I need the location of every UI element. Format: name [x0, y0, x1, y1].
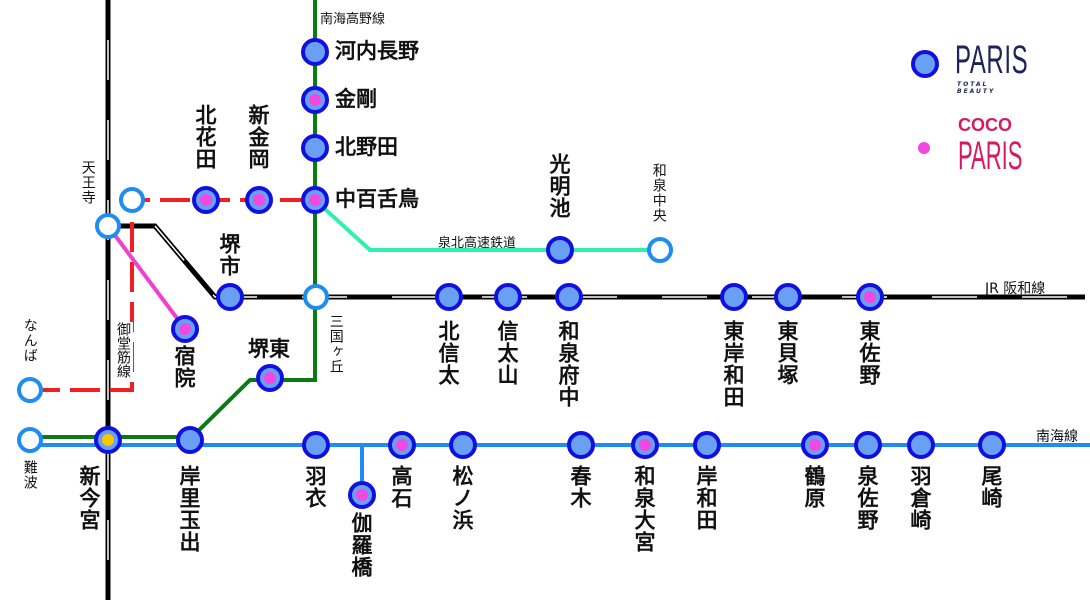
semboku-label: 泉北高速鉄道 [438, 236, 517, 251]
station-label: 金剛 [335, 87, 377, 111]
station-label: 中百舌鳥 [335, 187, 419, 211]
station-label: 尾崎 [979, 465, 1004, 509]
station-higashisano[interactable] [856, 283, 884, 311]
station-higashikaizuka[interactable] [774, 283, 802, 311]
station-label: 三国ヶ丘 [327, 314, 344, 374]
station-hagurazaki[interactable] [907, 431, 935, 459]
station-label: 松ノ浜 [450, 465, 475, 531]
station-label: 堺東 [248, 337, 290, 361]
station-label: 泉佐野 [855, 465, 880, 531]
station-label: なんば [21, 318, 38, 363]
station-mikunigaoka[interactable] [303, 284, 329, 310]
station-label: 光明池 [547, 153, 572, 219]
station-shinkanaoka[interactable] [245, 186, 273, 214]
station-label: 北信太 [436, 320, 461, 386]
station-label: 東貝塚 [775, 320, 800, 386]
station-label: 春木 [568, 465, 593, 509]
midosuji-label: 御堂筋線 [113, 322, 133, 378]
station-shinodayama[interactable] [494, 283, 522, 311]
coco-paris-dot-icon [639, 439, 651, 451]
station-label: 東佐野 [857, 320, 882, 386]
station-label: 岸和田 [694, 465, 719, 531]
legend-paris-marker [911, 50, 939, 78]
station-izumiomiya[interactable] [631, 431, 659, 459]
station-label: 信太山 [495, 320, 520, 386]
coco-paris-dot-icon [864, 291, 876, 303]
midosuji-line [30, 198, 315, 392]
station-label: 宿院 [172, 345, 197, 389]
coco-paris-dot-icon [309, 194, 321, 206]
station-label: 河内長野 [335, 39, 419, 63]
station-label: 和泉府中 [556, 320, 581, 408]
station-kyarabashi[interactable] [348, 481, 376, 509]
station-sakaishi[interactable] [216, 283, 244, 311]
station-kitanoda[interactable] [301, 134, 329, 162]
station-matsunohama[interactable] [449, 431, 477, 459]
station-kongo[interactable] [301, 86, 329, 114]
station-label: 北花田 [193, 104, 218, 170]
station-label: 伽羅橋 [349, 512, 374, 578]
station-label: 新今宮 [77, 465, 102, 531]
station-izumifuchu[interactable] [555, 283, 583, 311]
station-shinimamiya[interactable] [94, 426, 122, 454]
coco-paris-dot-icon [396, 439, 408, 451]
coco-logo: COCO [958, 115, 1012, 135]
station-nakamozu[interactable] [301, 186, 329, 214]
station-label: 天王寺 [79, 160, 96, 205]
station-kishiwada[interactable] [693, 431, 721, 459]
nankai-koya-line [30, 0, 317, 439]
station-label: 難波 [21, 460, 38, 490]
station-label: 北野田 [335, 135, 398, 159]
station-label: 堺市 [217, 233, 242, 277]
coco-paris-dot-icon [253, 194, 265, 206]
station-kitashinoda[interactable] [435, 283, 463, 311]
jr-hanwa-label: JR 阪和線 [985, 281, 1046, 297]
coco-paris-dot-icon [200, 194, 212, 206]
nankai-koya-label: 南海高野線 [320, 12, 386, 27]
station-takaishi[interactable] [388, 431, 416, 459]
station-kawachinagano[interactable] [301, 38, 329, 66]
station-label: 高石 [389, 465, 414, 509]
station-label: 羽倉崎 [908, 465, 933, 531]
station-namba-m[interactable] [17, 377, 43, 403]
station-label: 和泉中央 [650, 163, 667, 223]
station-komyoike[interactable] [546, 236, 574, 264]
transfer-dot-icon [102, 434, 114, 446]
station-izumichuo[interactable] [647, 237, 673, 263]
station-tsuruhara[interactable] [801, 431, 829, 459]
station-hagoromo[interactable] [302, 431, 330, 459]
station-izumisano[interactable] [854, 431, 882, 459]
station-label: 羽衣 [303, 465, 328, 509]
station-tennoji[interactable] [95, 213, 121, 239]
paris-logo: PARIS [955, 38, 1029, 82]
station-shukuin[interactable] [171, 315, 199, 343]
coco-paris-dot-icon [356, 489, 368, 501]
coco-paris-dot-icon [264, 372, 276, 384]
station-ozaki[interactable] [978, 431, 1006, 459]
coco-paris-dot-icon [809, 439, 821, 451]
station-higashikishiwada[interactable] [720, 283, 748, 311]
station-label: 岸里玉出 [177, 465, 202, 553]
paris-logo-subtitle: TOTAL BEAUTY [957, 81, 996, 95]
station-label: 和泉大宮 [632, 465, 657, 553]
station-haruki[interactable] [567, 431, 595, 459]
station-tennoji-m[interactable] [119, 187, 145, 213]
legend-coco-marker [918, 142, 930, 154]
jr-hanwa-line [108, 223, 1085, 300]
station-label: 東岸和田 [721, 320, 746, 408]
station-namba[interactable] [17, 427, 43, 453]
coco-paris-dot-icon [179, 323, 191, 335]
hankai-line [106, 224, 187, 331]
coco-paris-dot-icon [309, 94, 321, 106]
station-kishinosatotamade[interactable] [176, 426, 204, 454]
nankai-main-label: 南海線 [1036, 429, 1078, 445]
station-label: 鶴原 [802, 465, 827, 509]
station-label: 新金岡 [246, 104, 271, 170]
station-kitahanada[interactable] [192, 186, 220, 214]
station-sakaihigashi[interactable] [256, 364, 284, 392]
coco-paris-logo: PARIS [958, 134, 1023, 178]
